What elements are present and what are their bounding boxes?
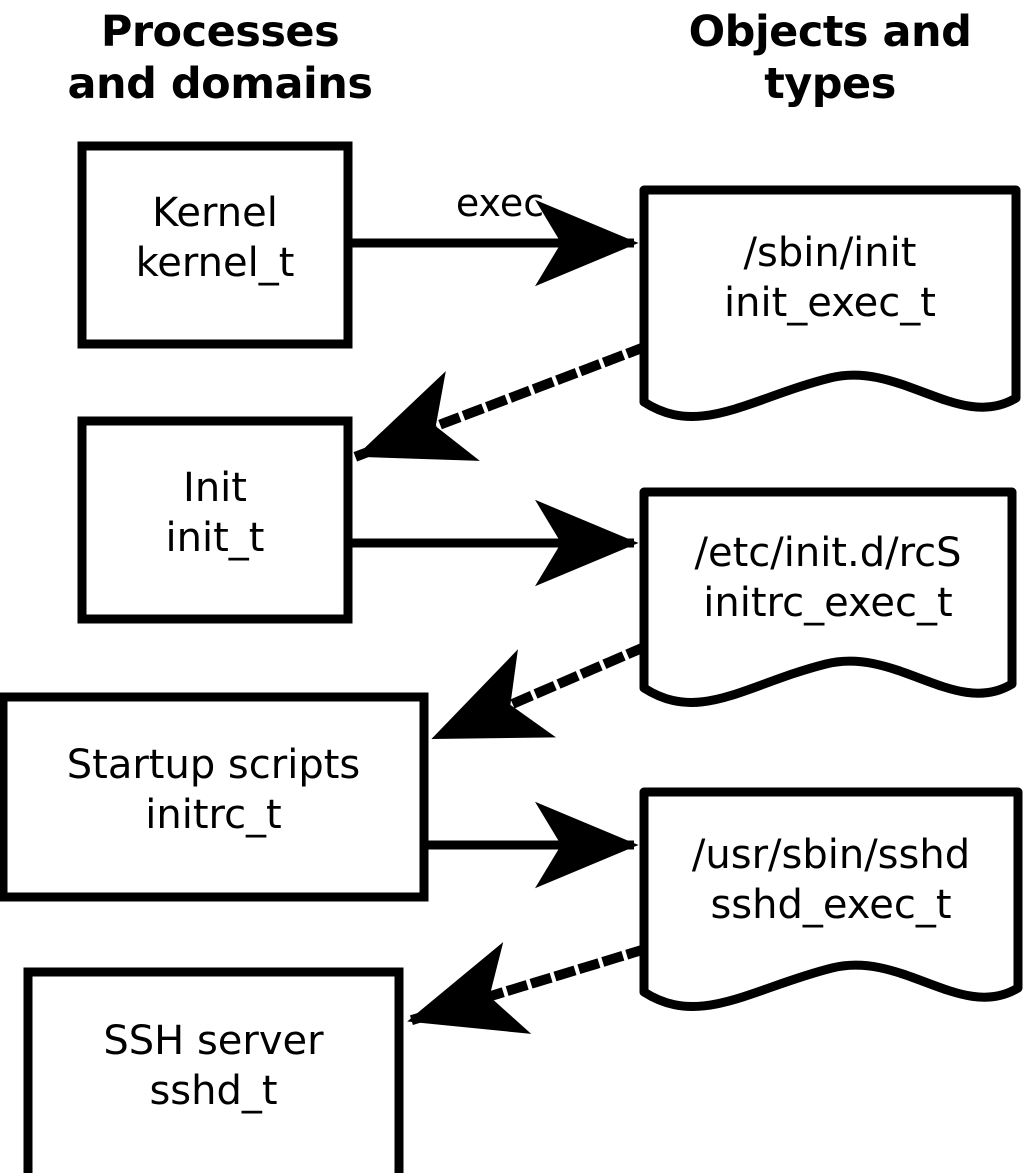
node-init (77, 416, 353, 624)
column-header-processes-and-domains: Processes and domains (67, 7, 373, 109)
node-etc-initd-rcs (639, 487, 1017, 707)
node-kernel (77, 141, 353, 349)
column-header-objects-and-types: Objects and types (688, 7, 972, 109)
edge-label-exec: exec (455, 181, 545, 225)
node-ssh-server (23, 967, 404, 1173)
node-usr-sbin-sshd (639, 787, 1023, 1011)
edge-rcs-transition-initrc (429, 641, 649, 744)
edge-sbin-init-transition-init (353, 341, 649, 462)
edge-sshd-exec-transition-sshd (405, 942, 649, 1034)
node-sbin-init (639, 185, 1021, 421)
node-startup-scripts (0, 692, 429, 902)
